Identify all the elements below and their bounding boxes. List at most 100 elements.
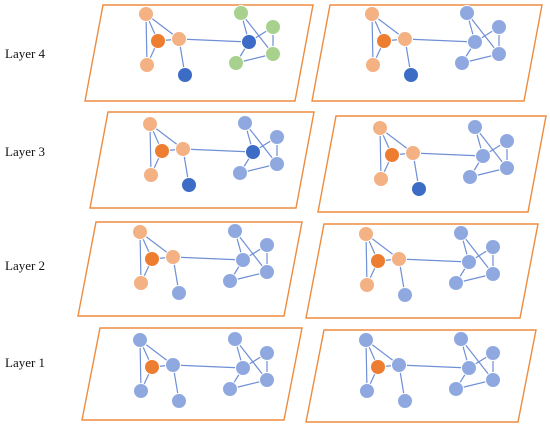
graph-edge	[139, 339, 142, 392]
graph-edge	[178, 38, 250, 43]
graph-node-seed	[384, 147, 400, 163]
graph-node-blue	[227, 331, 243, 347]
graph-edge	[234, 338, 268, 381]
graph-node-blue	[237, 115, 253, 131]
graph-node-activated	[138, 6, 154, 22]
graph-node-blue	[475, 148, 491, 164]
graph-node-blue	[485, 345, 501, 361]
panel-l2-right	[305, 223, 539, 319]
graph-node-blue	[232, 165, 248, 181]
graph-node-blue	[461, 360, 477, 376]
graph-edge	[139, 231, 142, 284]
graph-node-seed	[150, 33, 166, 49]
panel-l4-right	[311, 4, 543, 102]
graph-edge	[172, 256, 244, 261]
layer-3-label: Layer 3	[5, 144, 45, 159]
panel-frame	[305, 329, 537, 423]
graph-node-blue	[485, 239, 501, 255]
graph-node-activated	[359, 277, 375, 293]
graph-node-blue	[391, 357, 407, 373]
panel-l3-right	[317, 115, 547, 213]
panel-frame	[89, 111, 315, 209]
layer-labels: Layer 4 Layer 3 Layer 2 Layer 1	[5, 46, 46, 370]
graph-node-green	[265, 46, 281, 62]
graph-node-blue	[485, 372, 501, 388]
graph-node-activated	[372, 120, 388, 136]
graph-node-dark	[411, 181, 427, 197]
graph-node-blue	[467, 119, 483, 135]
graph-node-blue	[453, 331, 469, 347]
graph-node-blue	[259, 345, 275, 361]
graph-node-blue	[171, 393, 187, 409]
graph-node-blue	[462, 169, 478, 185]
panel-frame	[84, 4, 314, 102]
graph-node-blue	[222, 273, 238, 289]
graph-node-activated	[365, 57, 381, 73]
graph-node-blue	[453, 225, 469, 241]
graph-node-activated	[143, 167, 159, 183]
graph-edge	[234, 230, 268, 273]
graph-node-blue	[259, 264, 275, 280]
graph-node-blue	[132, 332, 148, 348]
graph-node-activated	[373, 171, 389, 187]
graph-node-blue	[485, 266, 501, 282]
graph-node-blue	[269, 156, 285, 172]
graph-node-blue	[358, 332, 374, 348]
graph-node-activated	[364, 6, 380, 22]
graph-node-blue	[454, 55, 470, 71]
graph-edge	[474, 126, 508, 169]
graph-node-seed	[376, 33, 392, 49]
graph-edge	[145, 13, 148, 66]
graph-node-green	[233, 5, 249, 21]
graph-node-blue	[459, 5, 475, 21]
graph-edge	[460, 338, 494, 381]
graph-node-dark	[403, 67, 419, 83]
graph-edge	[460, 232, 494, 275]
graph-node-blue	[133, 383, 149, 399]
graph-edge	[240, 12, 274, 55]
graph-node-green	[265, 19, 281, 35]
graph-node-blue	[259, 237, 275, 253]
graph-edge	[365, 339, 368, 392]
panel-l2-left	[77, 221, 303, 317]
graph-node-activated	[171, 31, 187, 47]
graph-edge	[365, 233, 368, 286]
graph-node-blue	[259, 372, 275, 388]
graph-node-blue	[397, 287, 413, 303]
graph-node-seed	[370, 359, 386, 375]
graph-node-blue	[165, 357, 181, 373]
graph-node-blue	[222, 381, 238, 397]
graph-edge	[149, 123, 152, 176]
graph-edge	[371, 13, 374, 66]
graph-node-activated	[139, 57, 155, 73]
graph-node-activated	[175, 141, 191, 157]
panel-frame	[317, 115, 547, 213]
graph-node-activated	[405, 145, 421, 161]
graph-node-activated	[391, 251, 407, 267]
graph-node-blue	[461, 254, 477, 270]
graph-node-activated	[358, 226, 374, 242]
graph-node-blue	[448, 275, 464, 291]
graph-node-blue	[235, 360, 251, 376]
graph-node-dark	[177, 67, 193, 83]
graph-edge	[398, 364, 470, 369]
panel-frame	[311, 4, 543, 102]
graph-node-blue	[467, 34, 483, 50]
graph-node-blue	[359, 383, 375, 399]
graph-edge	[172, 364, 244, 369]
layer-panels	[77, 4, 547, 423]
graph-node-blue	[499, 160, 515, 176]
graph-node-seed	[144, 359, 160, 375]
graph-node-activated	[132, 224, 148, 240]
graph-edge	[412, 152, 484, 157]
graph-node-dark	[241, 34, 257, 50]
graph-node-green	[228, 55, 244, 71]
panel-l1-right	[305, 329, 537, 423]
graph-edge	[379, 127, 382, 180]
graph-node-dark	[181, 177, 197, 193]
graph-node-blue	[235, 252, 251, 268]
layer-2-label: Layer 2	[5, 258, 45, 273]
panel-l4-left	[84, 4, 314, 102]
graph-node-blue	[491, 19, 507, 35]
